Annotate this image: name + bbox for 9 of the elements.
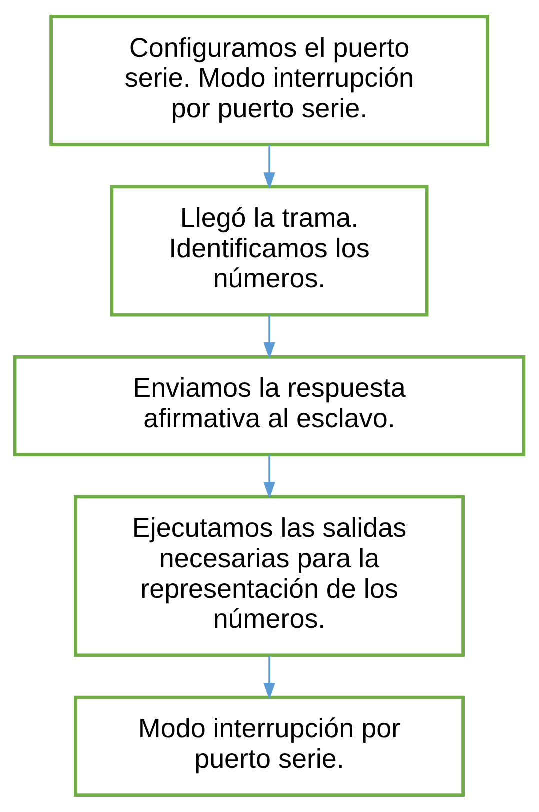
- node-box: Enviamos la respuesta afirmativa al esclavo.: [13, 355, 526, 457]
- arrow: [264, 145, 276, 190]
- node-box: Ejecutamos las salidas necesarias para la representación de los números.: [74, 495, 465, 658]
- arrow: [264, 455, 276, 499]
- node-box: Modo interrupción por puerto serie.: [74, 696, 465, 797]
- arrow: [264, 655, 276, 700]
- node-box: Llegó la trama. Identificamos los números.: [110, 185, 429, 317]
- arrow: [264, 315, 276, 360]
- node-box: Configuramos el puerto serie. Modo interrupción por puerto serie.: [50, 15, 490, 146]
